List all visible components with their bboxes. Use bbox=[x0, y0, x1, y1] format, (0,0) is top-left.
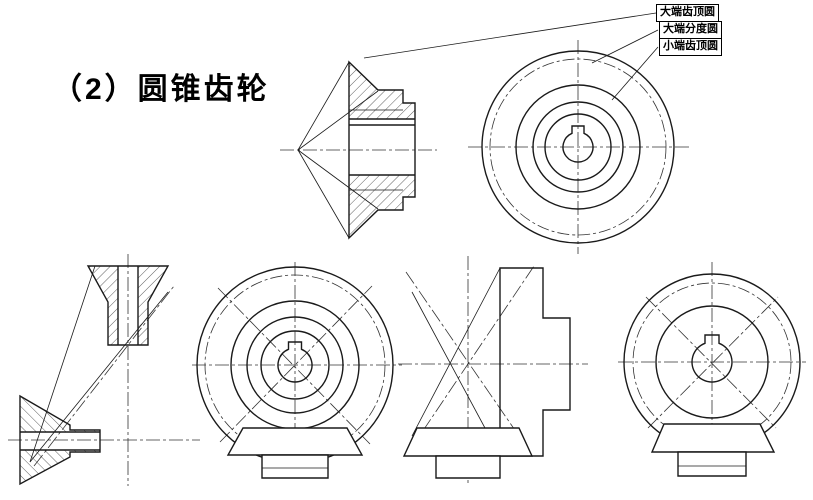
pitch-diagonal bbox=[409, 265, 535, 451]
large-end-pitch-circle bbox=[489, 58, 667, 236]
hub-boss-circle bbox=[260, 330, 330, 400]
bottom-side-view bbox=[398, 256, 588, 484]
cone-edge-line bbox=[411, 267, 501, 437]
pitch-diagonal bbox=[647, 296, 779, 429]
horizontal-gear-section bbox=[19, 394, 101, 486]
leader-small-addendum bbox=[611, 46, 659, 101]
label-small-end-addendum-circle: 小端齿顶圆 bbox=[659, 38, 722, 56]
mating-gear-rim bbox=[226, 427, 364, 456]
leader-large-pitch bbox=[591, 29, 659, 64]
bore-keyway bbox=[562, 125, 594, 163]
page-title: （2）圆锥齿轮 bbox=[52, 73, 270, 106]
mating-gear-hub bbox=[677, 451, 747, 477]
hub-circle bbox=[532, 101, 624, 193]
hub-boss-circle bbox=[544, 113, 612, 181]
top-section-view bbox=[280, 60, 437, 240]
pitch-contact-line bbox=[33, 285, 175, 467]
small-end-addendum-circle bbox=[515, 84, 641, 210]
vertical-gear-rim bbox=[402, 427, 534, 457]
hub-circle bbox=[246, 316, 344, 414]
pitch-diagonal bbox=[219, 285, 373, 443]
mating-gear-rim bbox=[650, 423, 776, 453]
pitch-diagonal bbox=[405, 271, 531, 453]
vertical-gear-section bbox=[86, 265, 170, 346]
label-large-end-addendum-circle: 大端齿顶圆 bbox=[656, 4, 719, 22]
pitch-diagonal bbox=[645, 296, 777, 429]
leader-large-addendum bbox=[363, 12, 657, 59]
gear-section-body bbox=[348, 60, 416, 240]
large-end-addendum-circle bbox=[481, 50, 675, 244]
top-front-view bbox=[468, 40, 692, 254]
cone-apex-line bbox=[297, 149, 350, 239]
bore-keyway bbox=[277, 341, 313, 383]
bore-keyway bbox=[691, 334, 733, 383]
cone-apex-line bbox=[297, 61, 350, 151]
mating-gear-hub bbox=[261, 454, 329, 479]
small-end-circle bbox=[655, 305, 769, 419]
bottom-front-view-external bbox=[618, 262, 806, 477]
pitch-circle bbox=[632, 282, 792, 442]
label-large-end-pitch-circle: 大端分度圆 bbox=[659, 21, 722, 39]
bottom-section-view bbox=[8, 254, 200, 486]
vertical-gear-hub bbox=[435, 455, 501, 479]
pitch-diagonal bbox=[217, 287, 371, 445]
annotation-leaders bbox=[363, 12, 659, 101]
bottom-front-view bbox=[192, 262, 402, 479]
